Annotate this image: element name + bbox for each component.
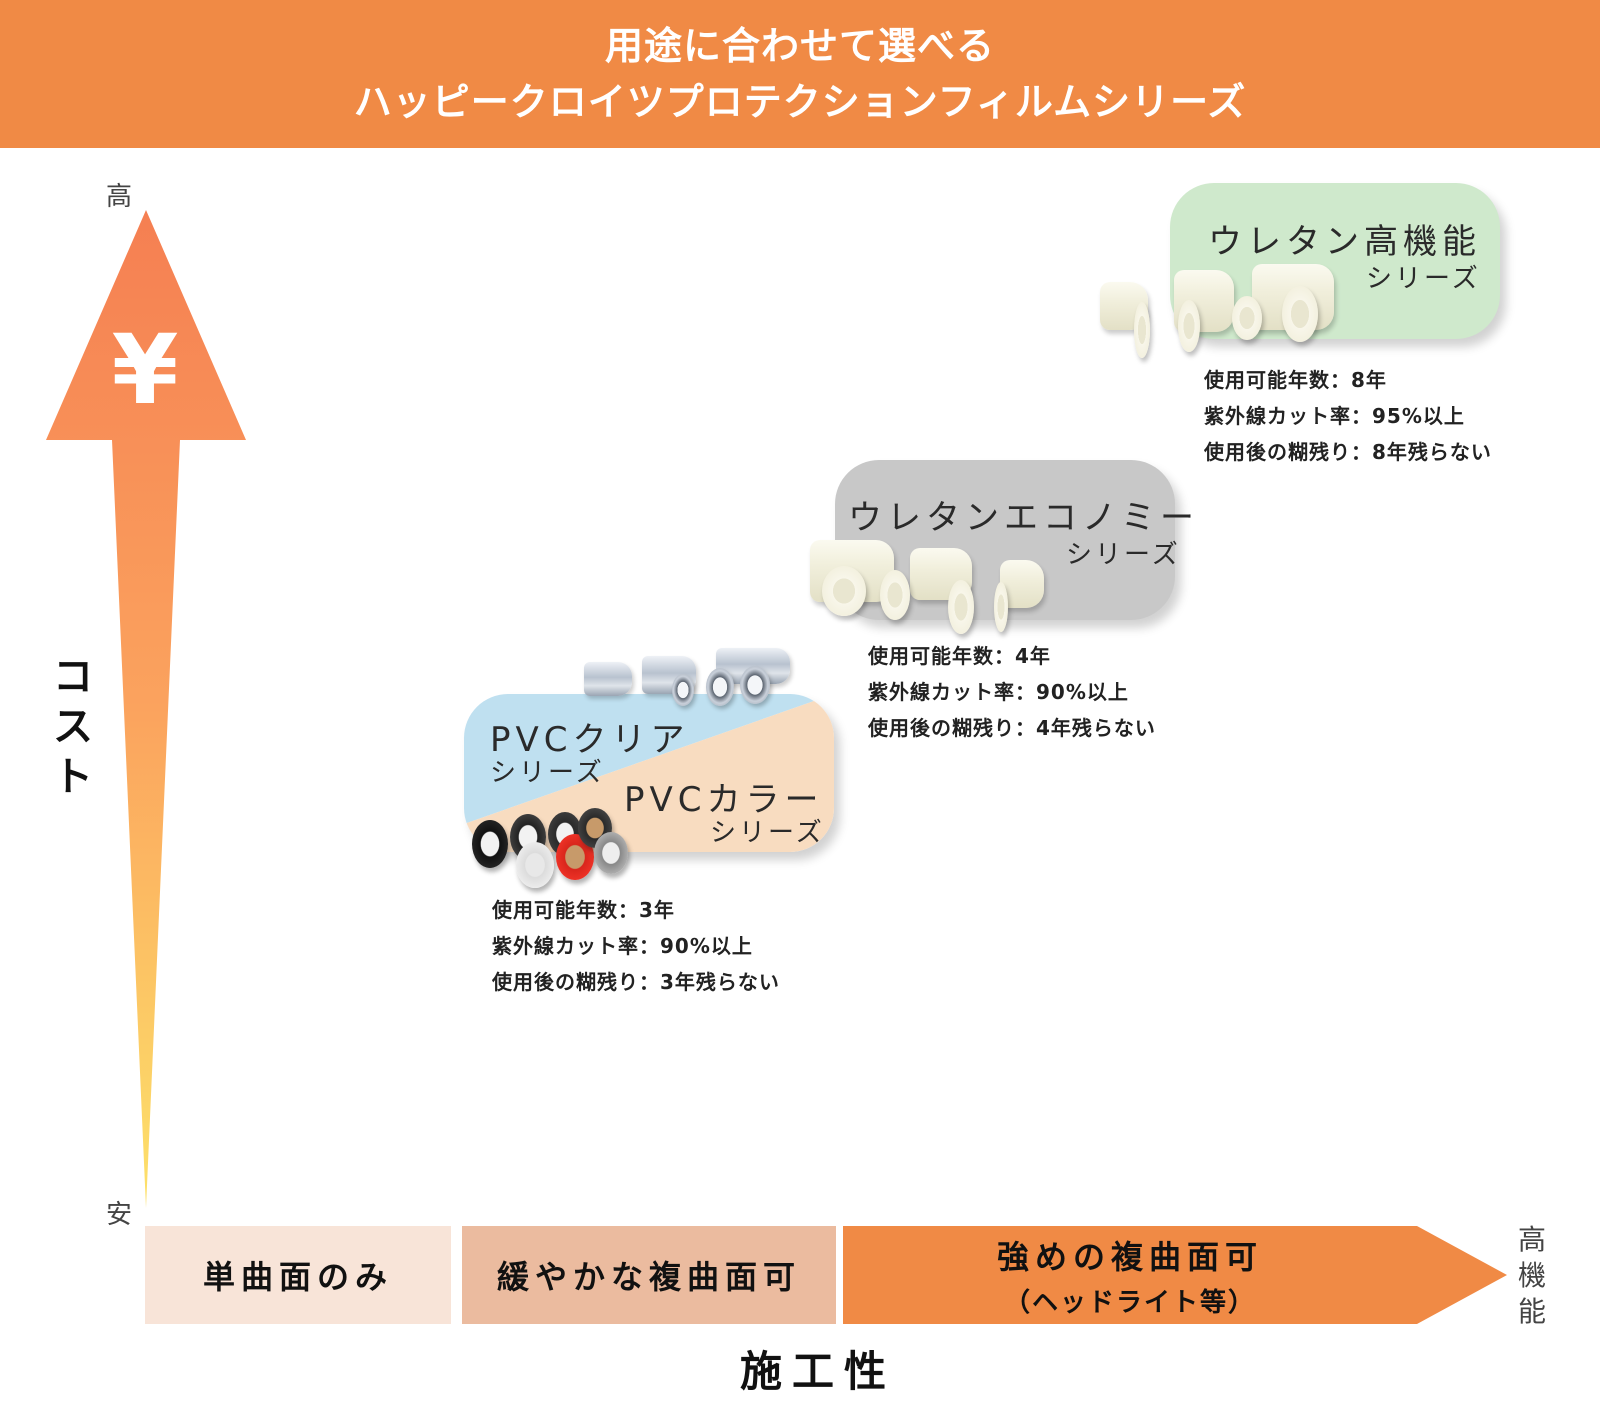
spec-uv-cut: 紫外線カット率：90%以上 xyxy=(492,934,753,958)
y-axis-high-label: 高 xyxy=(106,182,133,212)
spec-adhesive-residue: 使用後の糊残り：4年残らない xyxy=(868,716,1156,740)
x-axis-high-char: 機 xyxy=(1517,1259,1546,1292)
x-axis-high-char: 能 xyxy=(1517,1295,1546,1328)
series-specs: 使用可能年数：3年 紫外線カット率：90%以上 使用後の糊残り：3年残らない xyxy=(492,892,780,1000)
spec-lifespan: 使用可能年数：4年 xyxy=(868,644,1051,668)
x-segment-label: 単曲面のみ xyxy=(202,1258,393,1296)
x-axis-high-char: 高 xyxy=(1517,1223,1546,1256)
series-specs: 使用可能年数：4年 紫外線カット率：90%以上 使用後の糊残り：4年残らない xyxy=(868,638,1156,746)
series-subtitle-pvc-clear: シリーズ xyxy=(490,758,605,788)
spec-uv-cut: 紫外線カット率：90%以上 xyxy=(868,680,1129,704)
y-axis-title: コ ス ト xyxy=(48,652,98,802)
x-axis-title: 施工性 xyxy=(740,1347,897,1396)
x-segment-sublabel: （ヘッドライト等） xyxy=(1003,1287,1256,1318)
series-specs: 使用可能年数：8年 紫外線カット率：95%以上 使用後の糊残り：8年残らない xyxy=(1204,362,1492,470)
series-title: ウレタン高機能 xyxy=(1208,222,1481,262)
spec-adhesive-residue: 使用後の糊残り：3年残らない xyxy=(492,970,780,994)
series-subtitle: シリーズ xyxy=(1366,264,1481,294)
y-axis-low-label: 安 xyxy=(106,1200,133,1230)
spec-lifespan: 使用可能年数：8年 xyxy=(1204,368,1387,392)
header-banner: 用途に合わせて選べる ハッピークロイツプロテクションフィルムシリーズ xyxy=(0,0,1600,148)
page-title-line1: 用途に合わせて選べる xyxy=(604,24,995,68)
yen-icon: ¥ xyxy=(111,314,179,426)
cost-arrow-icon xyxy=(46,210,246,1208)
x-segment-strong-compound: 強めの複曲面可 （ヘッドライト等） xyxy=(843,1226,1417,1324)
y-axis-title-char: ス xyxy=(53,704,93,750)
series-subtitle-pvc-color: シリーズ xyxy=(710,818,825,848)
page-title-line2: ハッピークロイツプロテクションフィルムシリーズ xyxy=(353,80,1247,124)
series-title-pvc-color: PVCカラー xyxy=(624,780,824,820)
spec-uv-cut: 紫外線カット率：95%以上 xyxy=(1204,404,1465,428)
y-axis-title-char: コ xyxy=(53,654,93,700)
series-title-pvc-clear: PVCクリア xyxy=(490,720,690,760)
x-axis-high-label: 高 機 能 xyxy=(1512,1222,1552,1330)
spec-adhesive-residue: 使用後の糊残り：8年残らない xyxy=(1204,440,1492,464)
x-segment-label: 強めの複曲面可 xyxy=(996,1237,1263,1276)
x-segment-label: 緩やかな複曲面可 xyxy=(496,1258,801,1296)
series-card-pvc xyxy=(464,694,834,852)
spec-lifespan: 使用可能年数：3年 xyxy=(492,898,675,922)
series-subtitle: シリーズ xyxy=(1066,540,1181,570)
x-segment-single-curve: 単曲面のみ xyxy=(145,1226,451,1324)
x-axis-arrow-icon xyxy=(843,1226,1507,1324)
series-title: ウレタンエコノミー xyxy=(848,498,1199,538)
y-axis-title-char: ト xyxy=(53,754,93,800)
x-segment-gentle-compound: 緩やかな複曲面可 xyxy=(462,1226,836,1324)
